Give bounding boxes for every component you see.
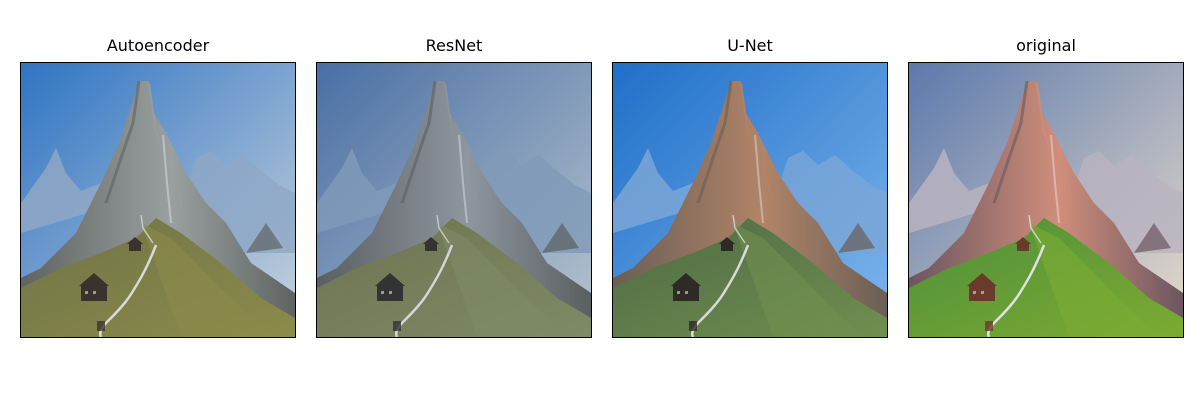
image-original	[908, 62, 1184, 338]
image-resnet	[316, 62, 592, 338]
cabin-main	[671, 273, 701, 301]
cabin-main	[375, 273, 405, 301]
panel-title: U-Net	[727, 36, 773, 55]
landscape-image	[21, 63, 295, 337]
cabin-main	[79, 273, 109, 301]
cabin-small	[127, 237, 143, 251]
panel-original: original	[908, 36, 1184, 338]
cabin-main	[967, 273, 997, 301]
cabin-small	[1015, 237, 1031, 251]
panel-title: original	[1016, 36, 1076, 55]
panel-title: Autoencoder	[106, 36, 210, 55]
image-autoencoder	[20, 62, 296, 338]
panel-autoencoder: Autoencoder	[20, 36, 296, 338]
landscape-image	[909, 63, 1183, 337]
landscape-image	[613, 63, 887, 337]
cabin-small	[423, 237, 439, 251]
image-unet	[612, 62, 888, 338]
panel-unet: U-Net	[612, 36, 888, 338]
cabin-small	[719, 237, 735, 251]
panel-title: ResNet	[425, 36, 483, 55]
panel-resnet: ResNet	[316, 36, 592, 338]
landscape-image	[317, 63, 591, 337]
